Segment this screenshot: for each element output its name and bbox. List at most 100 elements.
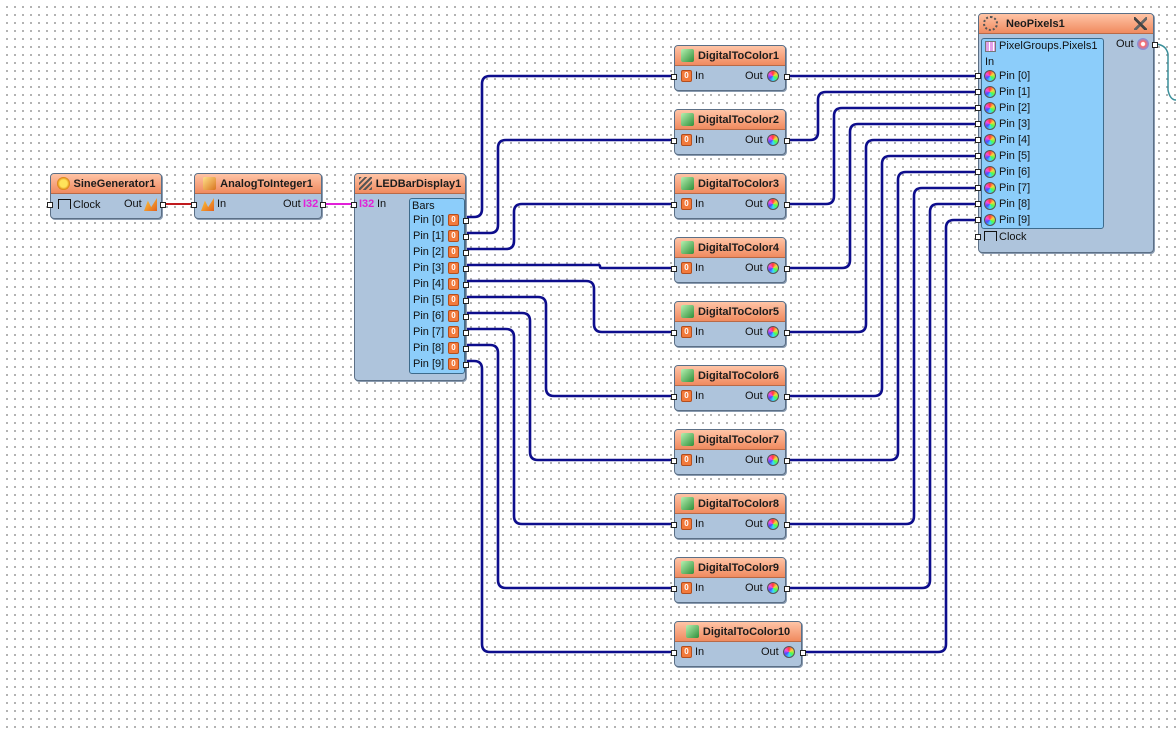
digital-to-color-header[interactable]: DigitalToColor6 — [675, 366, 785, 386]
neopixel-input-pin[interactable] — [975, 121, 981, 127]
clock-input-pin[interactable] — [47, 202, 53, 208]
color-output-pin[interactable] — [784, 458, 790, 464]
color-to-neopixel-wire[interactable] — [784, 154, 980, 398]
digital-to-color-header[interactable]: DigitalToColor3 — [675, 174, 785, 194]
led-output-pin[interactable] — [463, 298, 469, 304]
neopixel-input-pin[interactable] — [975, 217, 981, 223]
digital-to-color-header[interactable]: DigitalToColor5 — [675, 302, 785, 322]
color-output-pin[interactable] — [784, 266, 790, 272]
digital-input-pin[interactable] — [671, 650, 677, 656]
digital-input-pin[interactable] — [671, 74, 677, 80]
color-to-neopixel-wire[interactable] — [784, 106, 980, 206]
led-to-color-wire[interactable] — [464, 343, 676, 590]
color-output-pin[interactable] — [784, 330, 790, 336]
neopixel-input-pin[interactable] — [975, 185, 981, 191]
color-to-neopixel-wire[interactable] — [784, 90, 980, 142]
analog-to-integer-component[interactable]: AnalogToInteger1 In Out I32 — [191, 173, 326, 219]
neopixel-input-pin[interactable] — [975, 153, 981, 159]
color-output-pin[interactable] — [800, 650, 806, 656]
sine-generator-component[interactable]: SineGenerator1 Clock Out — [47, 173, 166, 219]
color-output-pin[interactable] — [784, 586, 790, 592]
neopixel-input-pin[interactable] — [975, 137, 981, 143]
color-output-pin[interactable] — [784, 522, 790, 528]
tools-icon[interactable] — [1134, 17, 1147, 30]
led-output-pin[interactable] — [463, 250, 469, 256]
digital-input-pin[interactable] — [671, 138, 677, 144]
color-to-neopixel-wire[interactable] — [784, 186, 980, 526]
led-to-color-wire[interactable] — [464, 295, 676, 398]
analog-to-integer-header[interactable]: AnalogToInteger1 — [195, 174, 321, 194]
analog-output-pin[interactable] — [160, 202, 166, 208]
integer-output-pin[interactable] — [320, 202, 326, 208]
digital-input-pin[interactable] — [671, 202, 677, 208]
digital-to-color-header[interactable]: DigitalToColor7 — [675, 430, 785, 450]
converter-icon — [680, 305, 694, 318]
digital-input-pin[interactable] — [671, 586, 677, 592]
digital-to-color-header[interactable]: DigitalToColor2 — [675, 110, 785, 130]
led-output-pin[interactable] — [463, 266, 469, 272]
neopixels-component[interactable]: NeoPixels1 PixelGroups.Pixels1 In Out Pi… — [975, 13, 1158, 253]
integer-input-pin[interactable] — [351, 202, 357, 208]
digital-input-pin[interactable] — [671, 458, 677, 464]
digital-input-pin[interactable] — [671, 330, 677, 336]
sine-generator-header[interactable]: SineGenerator1 — [51, 174, 161, 194]
color-output-pin[interactable] — [784, 202, 790, 208]
neopixel-input-pin[interactable] — [975, 105, 981, 111]
neopixels-header[interactable]: NeoPixels1 — [979, 14, 1153, 34]
neopixel-input-pin[interactable] — [975, 89, 981, 95]
color-to-neopixel-wire[interactable] — [784, 138, 980, 334]
led-to-color-wire[interactable] — [464, 327, 676, 526]
color-to-neopixel-wire[interactable] — [800, 218, 980, 654]
led-bar-display-header[interactable]: LEDBarDisplay1 — [355, 174, 465, 194]
led-output-pin[interactable] — [463, 362, 469, 368]
digital-to-color-header[interactable]: DigitalToColor4 — [675, 238, 785, 258]
color-output-pin[interactable] — [784, 74, 790, 80]
led-output-pin[interactable] — [463, 330, 469, 336]
led-to-color-wire[interactable] — [464, 138, 676, 235]
digital-to-color-header[interactable]: DigitalToColor9 — [675, 558, 785, 578]
digital-input-pin[interactable] — [671, 266, 677, 272]
color-output-pin[interactable] — [784, 138, 790, 144]
led-to-color-wire[interactable] — [464, 202, 676, 251]
color-to-neopixel-wire[interactable] — [784, 170, 980, 462]
led-to-color-wire[interactable] — [464, 74, 676, 219]
led-output-pin[interactable] — [463, 314, 469, 320]
led-to-color-wire[interactable] — [464, 263, 676, 270]
led-output-pin[interactable] — [463, 234, 469, 240]
led-to-color-wire[interactable] — [464, 359, 676, 654]
digital-to-color-header[interactable]: DigitalToColor8 — [675, 494, 785, 514]
digital-input-pin[interactable] — [671, 522, 677, 528]
led-output-pin[interactable] — [463, 346, 469, 352]
digital-to-color-header[interactable]: DigitalToColor1 — [675, 46, 785, 66]
color-output-pin[interactable] — [784, 394, 790, 400]
led-output-pin[interactable] — [463, 282, 469, 288]
neopixel-input-pin[interactable] — [975, 201, 981, 207]
clock-input-pin[interactable] — [975, 234, 981, 240]
led-pin-label: Pin [3] — [413, 262, 445, 274]
led-to-color-wire[interactable] — [464, 279, 676, 334]
converter-icon — [680, 433, 694, 446]
digital-to-color-header[interactable]: DigitalToColor10 — [675, 622, 801, 642]
neopixel-output-pin[interactable] — [1152, 42, 1158, 48]
led-to-color-wire[interactable] — [464, 311, 676, 462]
digital-input-pin[interactable] — [671, 394, 677, 400]
color-to-neopixel-wire[interactable] — [784, 202, 980, 590]
neopixel-output-wire[interactable] — [1153, 43, 1176, 101]
analog-input-pin[interactable] — [191, 202, 197, 208]
neopixel-input-pin[interactable] — [975, 73, 981, 79]
neopixel-input-pin[interactable] — [975, 169, 981, 175]
color-to-neopixel-wire[interactable] — [784, 122, 980, 270]
led-output-pin[interactable] — [463, 218, 469, 224]
neopixel-out-icon — [1137, 38, 1149, 50]
